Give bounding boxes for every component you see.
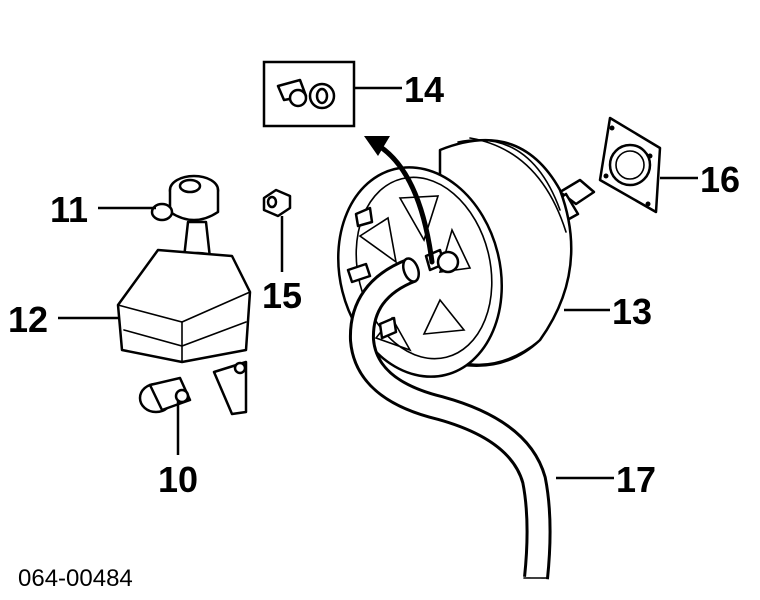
reservoir-cap-part-11 [150, 174, 220, 285]
callout-11: 11 [50, 189, 88, 230]
callout-12: 12 [8, 299, 48, 340]
callout-14: 14 [404, 69, 444, 110]
installation-arrow [364, 136, 435, 265]
callout-13: 13 [612, 291, 652, 332]
nut-part-15 [262, 188, 292, 218]
gasket-part-16 [598, 116, 662, 214]
vacuum-hose-part-17 [348, 257, 552, 580]
leader-lines [58, 86, 698, 480]
callout-17: 17 [616, 459, 656, 500]
callout-15: 15 [262, 275, 302, 316]
callout-16: 16 [700, 159, 740, 200]
brake-booster-part-13 [337, 137, 596, 378]
fluid-reservoir-part-12 [116, 248, 252, 416]
callout-10: 10 [158, 459, 198, 500]
check-valve-detail-part-14 [262, 60, 356, 128]
document-code: 064-00484 [18, 565, 133, 592]
